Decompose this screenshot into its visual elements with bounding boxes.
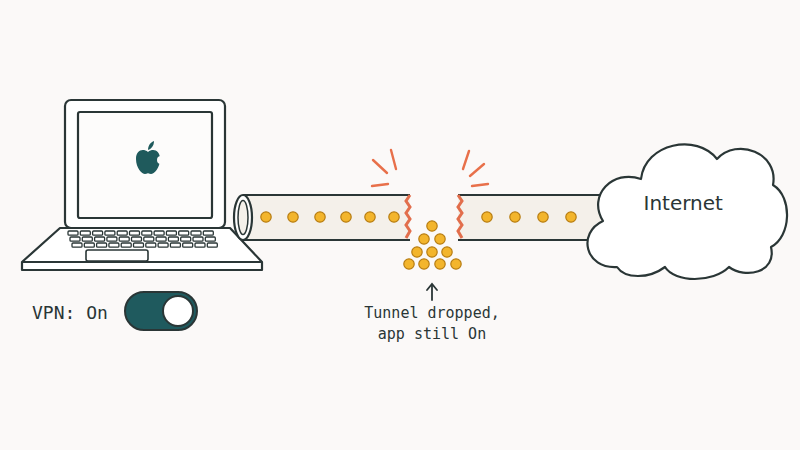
arrow-shaft (431, 285, 433, 300)
packet-dot (419, 259, 429, 269)
cloud-node: Internet (575, 125, 787, 283)
tube-opening (238, 201, 248, 235)
key (84, 243, 94, 247)
key (105, 231, 115, 235)
pointer-arrow (427, 284, 437, 300)
packet-dot (442, 247, 452, 257)
packet-dot (365, 212, 375, 222)
apple-bite (157, 156, 165, 164)
tube-body (243, 195, 410, 240)
toggle-knob (163, 296, 193, 326)
key (68, 231, 78, 235)
tube-edge (458, 239, 608, 241)
key (109, 243, 119, 247)
key (144, 237, 154, 241)
spark (372, 184, 388, 186)
packet-dot (315, 212, 325, 222)
packet-dot (435, 234, 445, 244)
key (117, 231, 127, 235)
packet-dot (389, 212, 399, 222)
spark (463, 151, 469, 169)
arrow-head (427, 284, 437, 290)
packet-dot (427, 221, 437, 231)
packet-dot (427, 247, 437, 257)
packet-dot (435, 259, 445, 269)
packet-dot (482, 212, 492, 222)
tunnel-right (458, 195, 608, 240)
apple-leaf (148, 141, 154, 150)
key (166, 231, 176, 235)
key (203, 231, 213, 235)
apple-logo (136, 141, 165, 174)
laptop-base (22, 228, 262, 270)
key (97, 243, 107, 247)
key (119, 237, 129, 241)
node-label: Internet (644, 191, 723, 215)
apple-body (136, 150, 160, 174)
tube-edge (243, 194, 410, 196)
packet-dot (341, 212, 351, 222)
key (80, 231, 90, 235)
key (154, 231, 164, 235)
tube-body (458, 195, 608, 240)
key (70, 237, 80, 241)
laptop (22, 100, 262, 270)
spark (470, 164, 484, 176)
key (130, 231, 140, 235)
key (158, 243, 168, 247)
key (179, 231, 189, 235)
key (132, 237, 142, 241)
key (156, 237, 166, 241)
key (183, 243, 193, 247)
data-packets (261, 212, 576, 269)
packet-dot (538, 212, 548, 222)
packet-dot (412, 247, 422, 257)
break-edge (406, 195, 410, 238)
spark (472, 184, 488, 186)
packet-dot (404, 259, 414, 269)
packet-dot (288, 212, 298, 222)
tunnel-left (234, 195, 410, 240)
packet-dot (566, 212, 576, 222)
key (134, 243, 144, 247)
key (170, 243, 180, 247)
spark (391, 150, 396, 169)
packet-dot (510, 212, 520, 222)
packet-dot (419, 234, 429, 244)
toggle-switch (125, 292, 197, 330)
keyboard (68, 231, 217, 247)
laptop-lid (65, 100, 225, 228)
key (193, 237, 203, 241)
key (82, 237, 92, 241)
toggle-label: VPN: On (32, 300, 108, 325)
tube-edge (243, 239, 410, 241)
laptop-screen (78, 112, 212, 218)
key (72, 243, 82, 247)
cloud-path (587, 144, 787, 279)
key (168, 237, 178, 241)
key (207, 243, 217, 247)
trackpad (86, 250, 148, 261)
key (205, 237, 215, 241)
key (146, 243, 156, 247)
key (95, 237, 105, 241)
tube-edge (458, 194, 608, 196)
key (107, 237, 117, 241)
key (181, 237, 191, 241)
key (93, 231, 103, 235)
toggle-track (125, 292, 197, 330)
key (121, 243, 131, 247)
callout-note: Tunnel dropped, app still On (352, 303, 512, 345)
key (195, 243, 205, 247)
spark (373, 160, 387, 173)
break-edge (458, 195, 462, 238)
key (191, 231, 201, 235)
packet-dot (261, 212, 271, 222)
key (142, 231, 152, 235)
tube-opening (234, 195, 252, 240)
sparks (372, 150, 488, 186)
packet-dot (451, 259, 461, 269)
